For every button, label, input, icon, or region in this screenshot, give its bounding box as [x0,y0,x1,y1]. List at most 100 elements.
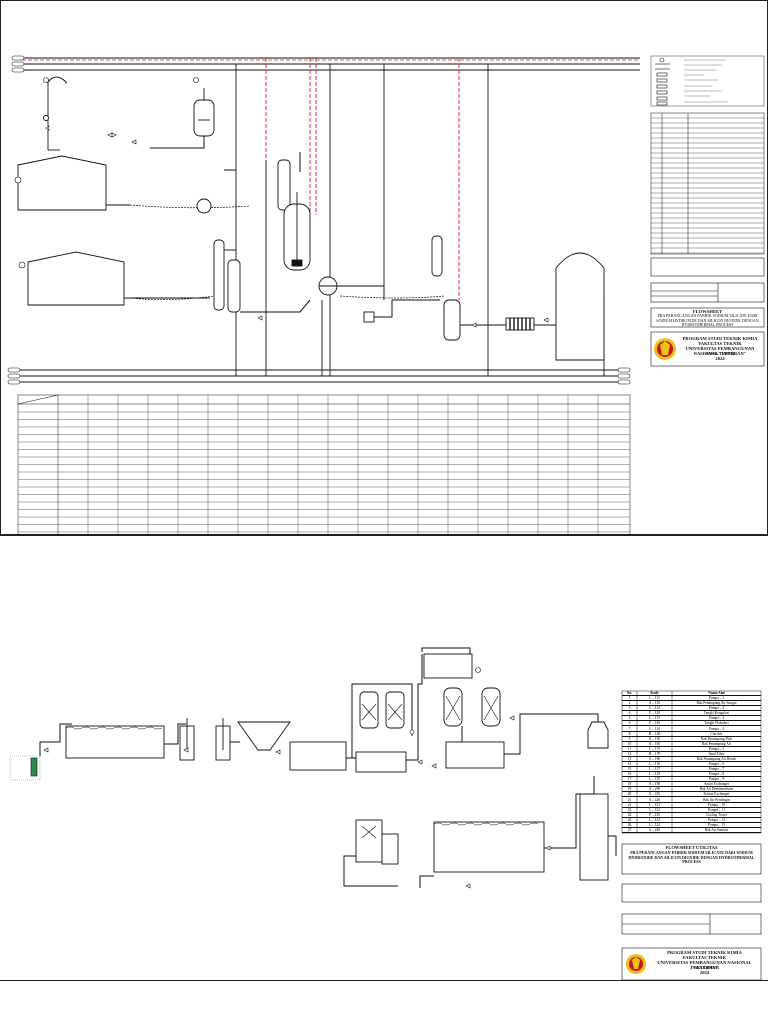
utility-title-boxes [621,843,762,980]
equipment-table-cell: L – 119 [649,777,660,782]
flowsheet-title: FLOWSHEET [692,309,723,314]
utility-program-label: PROGRAM STUDI TEKNIK KIMIA [667,950,742,955]
equipment-table-cell: H – 170 [648,751,661,756]
equipment-table-cell: L – 118 [649,772,660,777]
equipment-table-row: 7 L – 114 Pompa – 4 [622,727,761,732]
equipment-table-cell: A – 160 [648,741,661,746]
equipment-table-cell: A – 180 [648,756,661,761]
cooling-water-basin [433,821,545,873]
equipment-table-cell: 20 [627,792,632,797]
equipment-table-cell: A – 190 [648,782,661,787]
conveyors [129,204,445,300]
dissolver-tank [193,88,215,137]
process-piping [150,136,556,326]
bottom-utility-headers [18,369,620,383]
equipment-table-cell: A – 220 [648,797,661,802]
university-logo [654,338,676,360]
equipment-table-cell: 19 [627,787,632,792]
equipment-table-cell: Clarifier [710,731,723,736]
equipment-table-cell: 7 [628,726,631,731]
utility-year-label: 2024 [699,970,710,975]
equipment-table-cell: Pompa – 11 [707,807,726,812]
equipment-table-cell: Bak Air Demineralisasi [699,787,734,792]
equipment-table-cell: L – 124 [648,822,661,827]
equipment-table-cell: Pompa – 6 [708,762,725,766]
equipment-table-cell: F – 120 [649,711,660,716]
equipment-table-cell: Pompa – 4 [708,726,725,731]
equipment-table-cell: 21 [627,797,632,802]
equipment-table-cell: 27 [627,827,632,832]
equipment-table-cell: 16 [627,772,632,777]
equipment-table-cell: Pompa – 8 [708,772,725,777]
equipment-table-cell: 15 [627,767,632,772]
equipment-table-cell: Sand Filter [708,751,725,756]
equipment-table-cell: 25 [627,817,632,822]
equipment-table-cell: 4 [628,711,631,716]
equipment-table-cell: 18 [627,782,632,787]
equipment-table-cell: Tangki Flokulasi [704,721,729,726]
silo-top-left [43,76,67,151]
equipment-table-cell: No. [626,691,633,695]
equipment-table-row: 16 L – 118 Pompa – 8 [622,772,761,778]
equipment-table-cell: L – 117 [649,767,660,772]
equipment-table-cell: L – 113 [649,716,660,721]
equipment-table-cell: A – 200 [648,787,661,792]
equipment-table-cell: Pompa – 2 [708,706,725,711]
region-label: JAWA TIMUR [705,351,735,356]
utility-header-lines [22,57,640,71]
utility-piping [39,647,617,888]
equipment-table-cell: Bak Penampung Air [701,741,732,746]
small-vessels [363,235,461,341]
equipment-table-cell: Pompa – 12 [707,817,726,822]
legend-box [650,55,765,107]
equipment-table-header: No. Kode Nama Alat [622,691,761,697]
equipment-table-cell: 11 [627,746,632,751]
sheet-divider [0,535,768,536]
steam-risers [265,58,460,300]
equipment-table-cell: Pompa – 10 [707,802,726,807]
equipment-table-cell: A – 240 [648,827,661,832]
equipment-table-cell: 8 [628,731,631,736]
equipment-table-cell: Pompa – 13 [707,822,726,827]
stream-table [17,394,631,535]
equipment-table-frame [621,690,762,834]
utility-faculty-label: FAKULTAS TEKNIK [682,955,727,960]
heat-exchanger [505,317,535,331]
equipment-table-cell: Kode [650,691,659,695]
equipment-table-row: 19 A – 200 Bak Air Demineralisasi [622,787,761,793]
stream-table-grid [18,395,630,535]
chemical-tank [587,721,609,749]
equipment-table-cell: L – 111 [649,696,660,701]
legend-symbols [655,57,670,106]
equipment-table-cell: Nama Alat [708,691,725,695]
process-flowsheet-drawing [0,0,768,535]
sand-filters [359,691,405,729]
coagulation-flocculation [179,718,231,761]
equipment-table-cell: 22 [627,802,632,807]
program-label: PROGRAM STUDI TEKNIK KIMIA [682,336,758,341]
equipment-table-cell: L – 114 [649,726,660,731]
equipment-table-cell: Cooling Tower [705,812,728,817]
sanitation-tank [579,793,609,881]
equipment-table-cell: 6 [628,721,631,726]
utility-flowsheet-title: FLOWSHEET UTILITAS [665,845,718,850]
equipment-table-cell: A – 110 [648,701,661,706]
equipment-table-cell: 13 [627,756,632,761]
equipment-table-cell: L – 116 [649,762,660,766]
equipment-table-cell: 2 [628,701,631,706]
equipment-table-cell: A – 150 [648,736,661,741]
